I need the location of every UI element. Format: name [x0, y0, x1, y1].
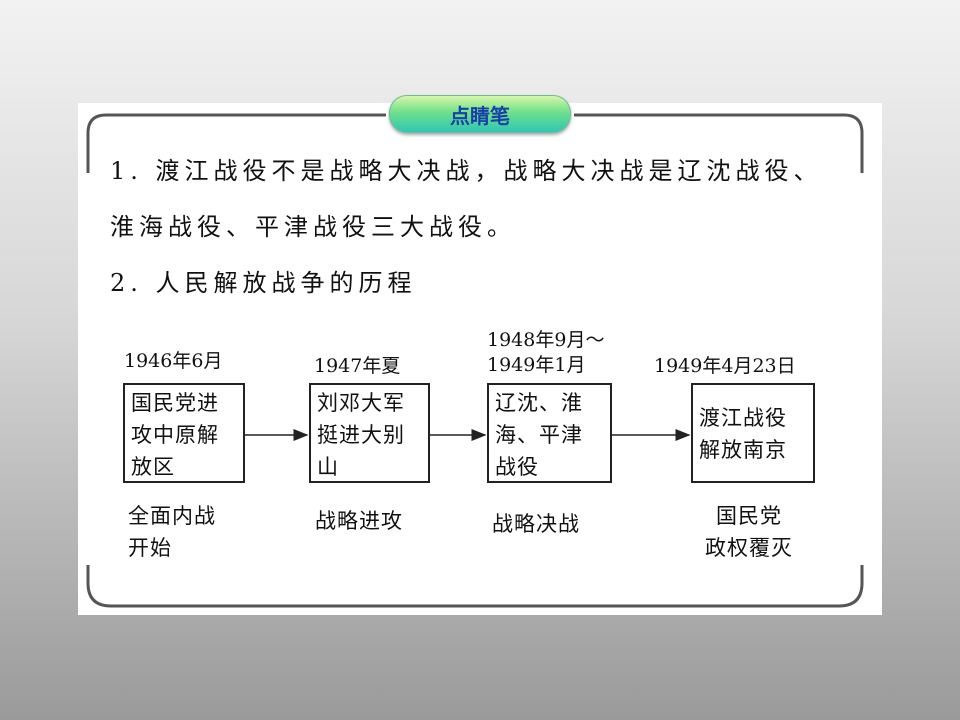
note-line-1: 1. 渡江战役不是战略大决战，战略大决战是辽沈战役、 — [110, 157, 823, 185]
stage-2-outcome: 战略进攻 — [315, 509, 403, 533]
stage-3-event-box: 辽沈、淮 海、平津 战役 — [487, 383, 612, 483]
stage-4-date: 1949年4月23日 — [654, 355, 796, 377]
stage-1-date: 1946年6月 — [124, 350, 223, 372]
slide-panel: 点睛笔 1. 渡江战役不是战略大决战，战略大决战是辽沈战役、 淮海战役、平津战役… — [78, 95, 882, 615]
stage-4-event-box: 渡江战役 解放南京 — [691, 383, 815, 483]
stage-3-date: 1948年9月～ 1949年1月 — [487, 329, 605, 376]
rounded-frame — [86, 113, 864, 608]
title-badge: 点睛笔 — [389, 95, 571, 133]
stage-2-event-box: 刘邓大军 挺进大别 山 — [309, 383, 430, 483]
stage-4-outcome: 国民党 政权覆灭 — [705, 504, 793, 560]
stage-1-event-box: 国民党进 攻中原解 放区 — [123, 383, 245, 483]
note-line-3: 2. 人民解放战争的历程 — [110, 269, 417, 297]
note-line-2: 淮海战役、平津战役三大战役。 — [110, 213, 516, 241]
stage-3-outcome: 战略决战 — [492, 512, 580, 536]
stage-1-outcome: 全面内战 开始 — [128, 504, 216, 560]
stage-2-date: 1947年夏 — [314, 355, 401, 377]
